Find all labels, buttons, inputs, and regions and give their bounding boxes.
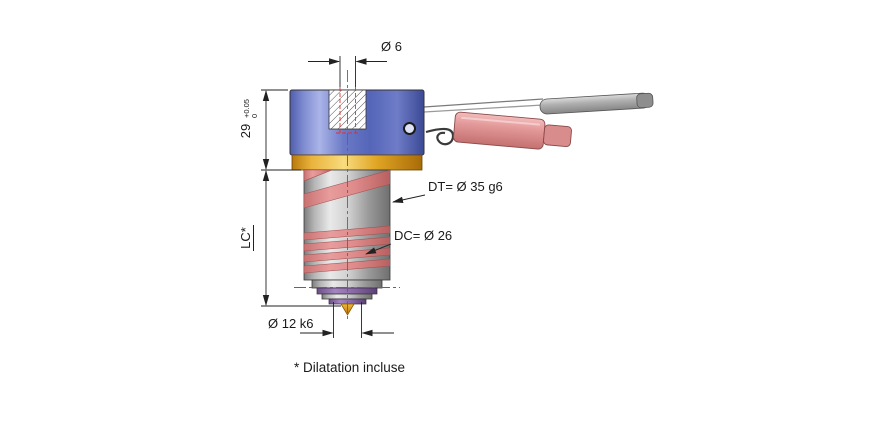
tip-diameter-label: Ø 12 k6 bbox=[268, 316, 314, 331]
set-screw bbox=[403, 122, 416, 135]
dim-tip-diameter: Ø 12 k6 bbox=[268, 302, 394, 338]
leader-shank-diameter: DT= Ø 35 g6 bbox=[392, 179, 503, 203]
heater-connector-tip bbox=[543, 124, 572, 147]
tip-step-2 bbox=[321, 293, 373, 300]
heater-coil-band bbox=[304, 170, 390, 209]
note-dilatation: * Dilatation incluse bbox=[294, 360, 405, 375]
tip-retainer-ring-1 bbox=[316, 287, 378, 295]
leader-line bbox=[365, 243, 392, 255]
coil-diameter-label: DC= Ø 26 bbox=[394, 228, 452, 243]
dim-hole-diameter: Ø 6 bbox=[308, 39, 402, 87]
tip-step-1 bbox=[311, 279, 383, 289]
bore-hidden-lines bbox=[336, 87, 360, 134]
cable-sleeve bbox=[539, 92, 651, 115]
hole-diameter-label: Ø 6 bbox=[381, 39, 402, 54]
heater-coil-band bbox=[304, 225, 390, 241]
heater-coil-band bbox=[304, 170, 333, 182]
shank-diameter-label: DT= Ø 35 g6 bbox=[428, 179, 503, 194]
head-height-tol-lower: 0 bbox=[250, 114, 259, 118]
thermocouple-cable bbox=[423, 92, 654, 115]
clamping-ring bbox=[291, 154, 423, 171]
heater-coil-band bbox=[304, 236, 390, 252]
cable-end-cap bbox=[636, 92, 654, 109]
head-height-tol-upper: +0.05 bbox=[242, 99, 251, 118]
heater-coil-band bbox=[304, 258, 390, 274]
wire-hook bbox=[425, 127, 455, 146]
connector-highlight bbox=[461, 116, 540, 126]
dim-overall-length: LC* bbox=[238, 170, 341, 307]
head-height-label: 29 bbox=[238, 124, 253, 138]
heater-connector bbox=[453, 111, 572, 150]
leader-line bbox=[392, 194, 426, 203]
overall-length-label: LC* bbox=[238, 227, 253, 249]
leader-coil-diameter: DC= Ø 26 bbox=[365, 228, 452, 255]
thermocouple-wire bbox=[423, 98, 544, 108]
thermocouple-wire bbox=[423, 104, 544, 113]
